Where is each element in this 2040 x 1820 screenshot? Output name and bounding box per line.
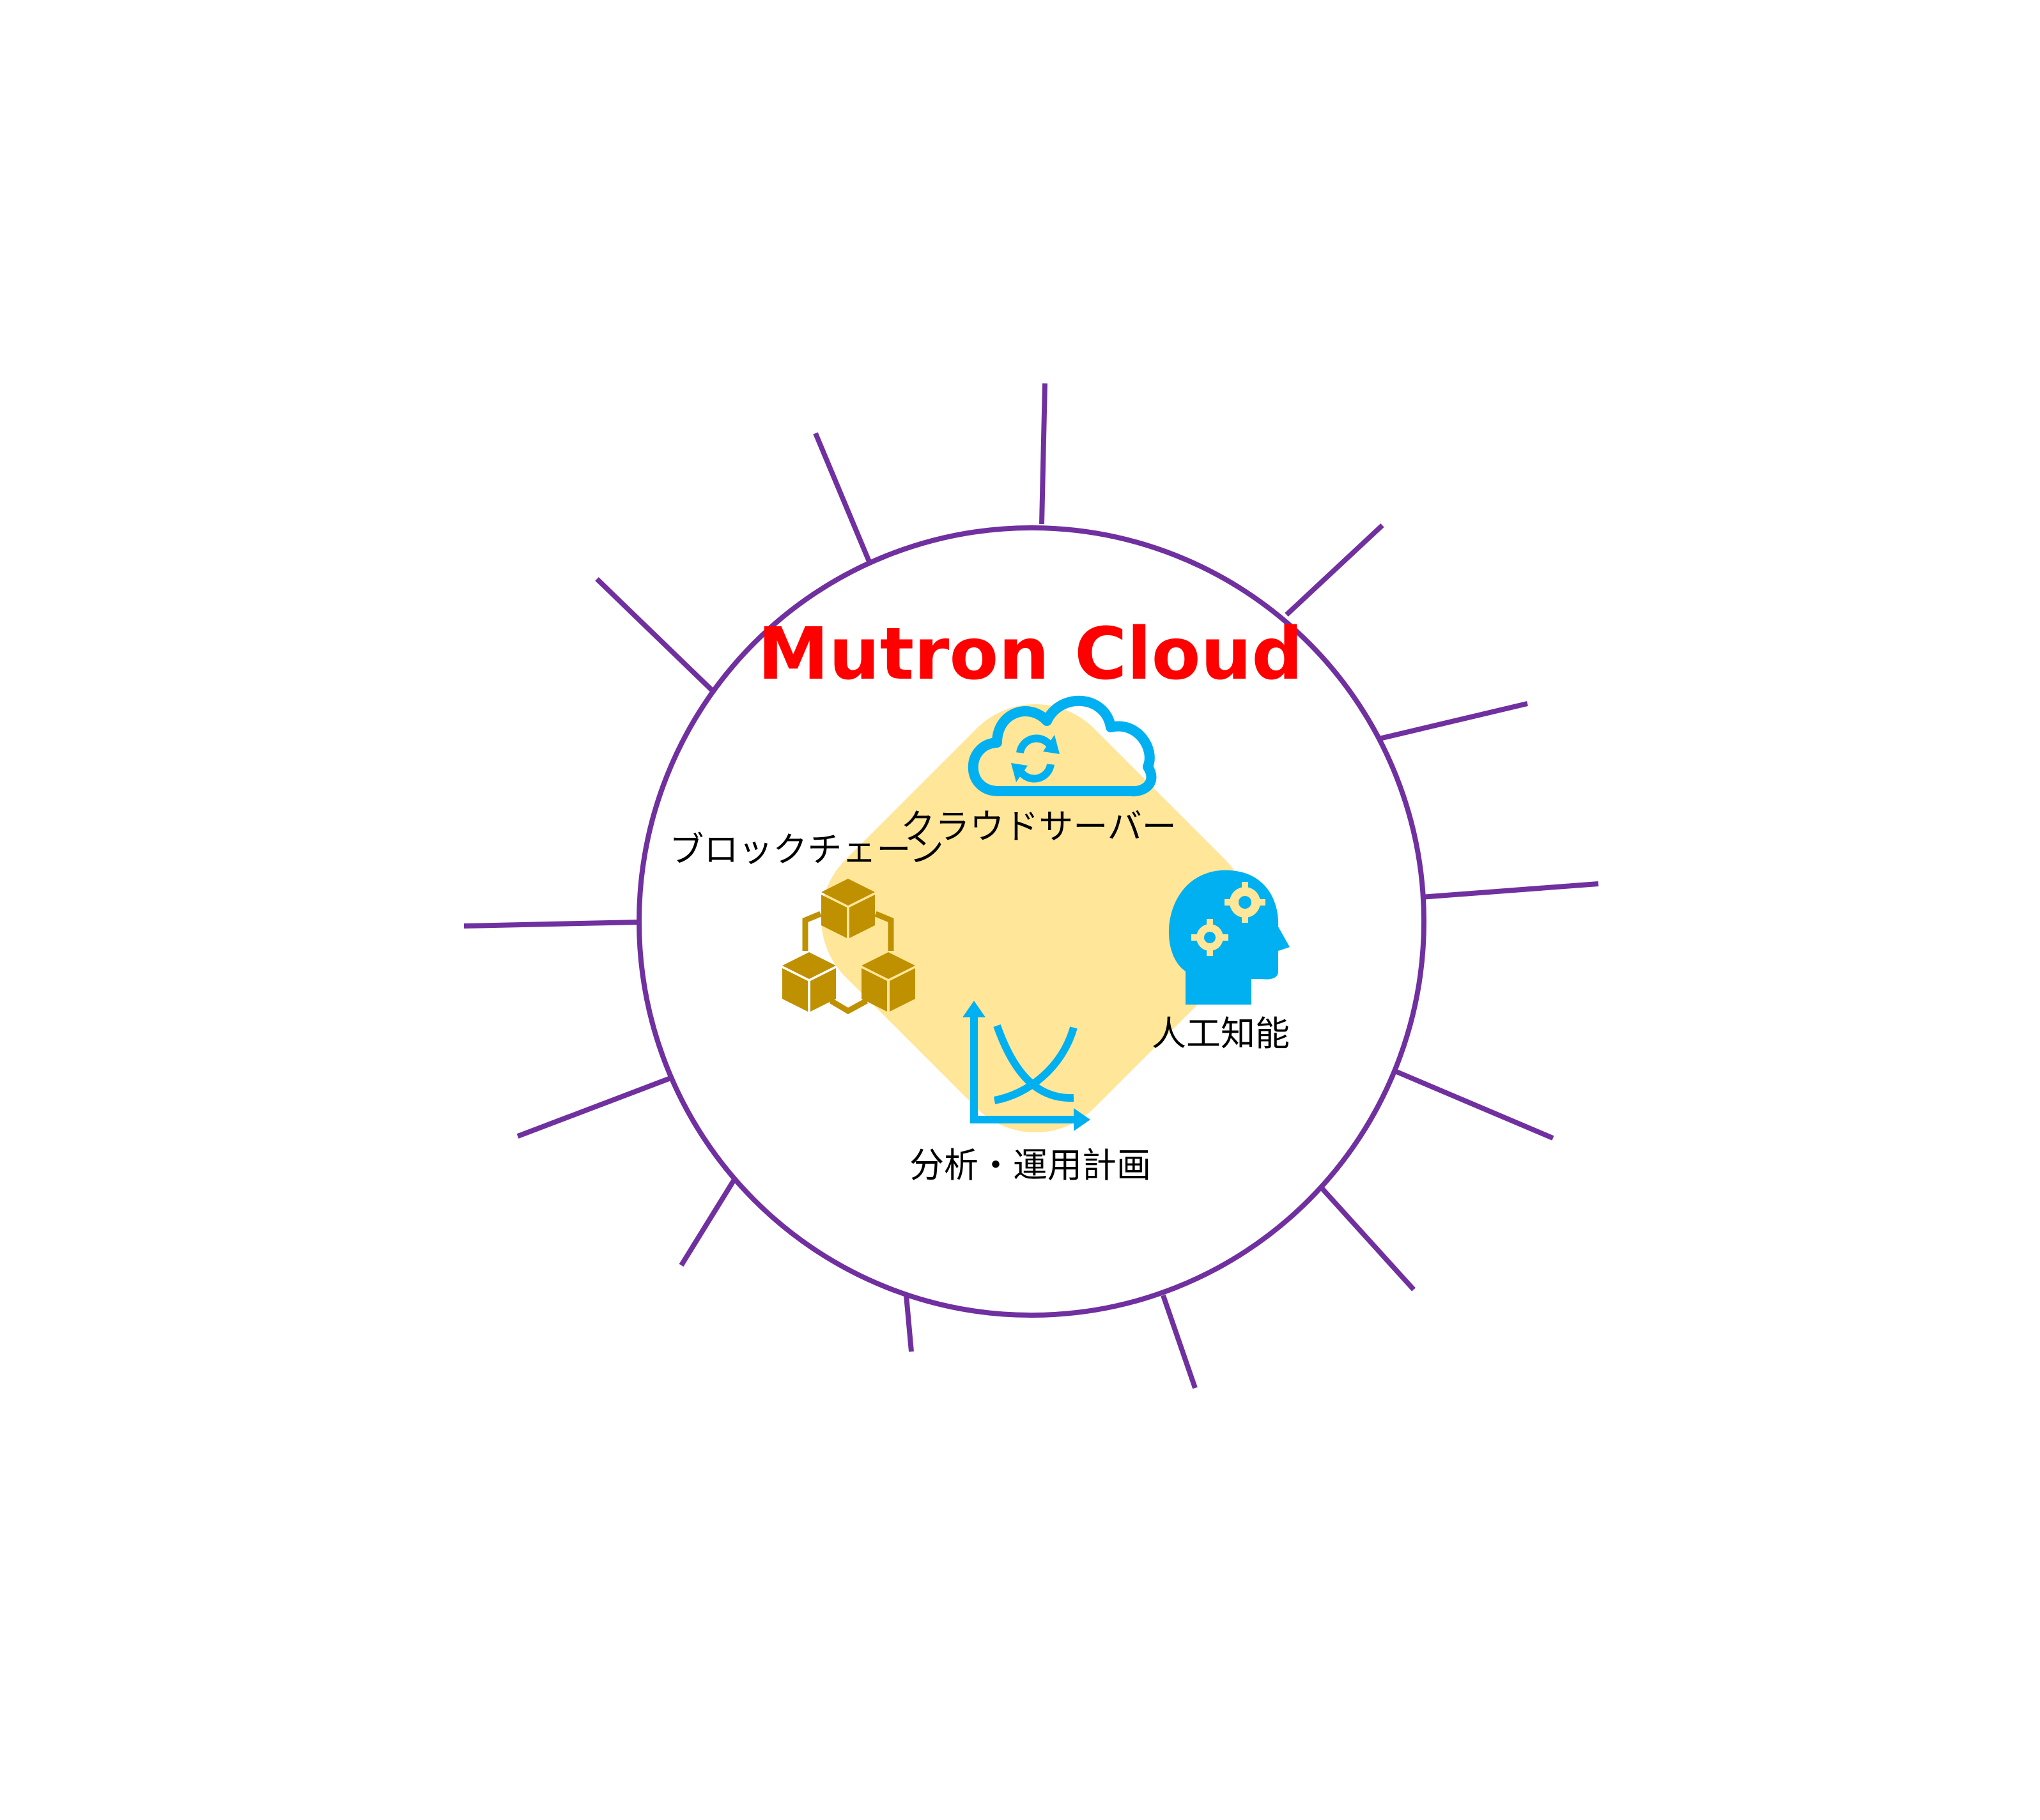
spike-line — [904, 1295, 914, 1352]
blockchain-cubes-icon — [782, 879, 915, 1015]
spike-line — [1379, 701, 1528, 741]
diagram-title: Mutron Cloud — [757, 613, 1302, 696]
spike-line — [516, 1075, 674, 1139]
spike-line — [1039, 383, 1047, 525]
spike-line — [679, 1176, 738, 1267]
blockchain-label: ブロックチェーン — [669, 829, 943, 870]
spike-line — [463, 920, 640, 929]
spike-line — [813, 432, 874, 567]
ai-label: 人工知能 — [1152, 1014, 1290, 1054]
spike-line — [1161, 1294, 1198, 1389]
analytics-label: 分析・運用計画 — [909, 1145, 1151, 1185]
cloud-sync-icon — [968, 695, 1157, 797]
spike-line — [1285, 523, 1384, 617]
head-gears-icon — [1168, 870, 1290, 1005]
spike-line — [1395, 1069, 1554, 1141]
ring-spikes — [463, 383, 1599, 1389]
y-axis-arrowhead — [962, 1001, 985, 1017]
core-diamond — [821, 704, 1250, 1133]
spike-line — [1420, 881, 1599, 900]
spike-line — [1320, 1186, 1416, 1292]
curve-chart-icon — [970, 1011, 1080, 1123]
x-axis-arrowhead — [1074, 1108, 1090, 1131]
spike-line — [595, 577, 715, 693]
cloud-server-label: クラウドサーバー — [900, 806, 1176, 847]
